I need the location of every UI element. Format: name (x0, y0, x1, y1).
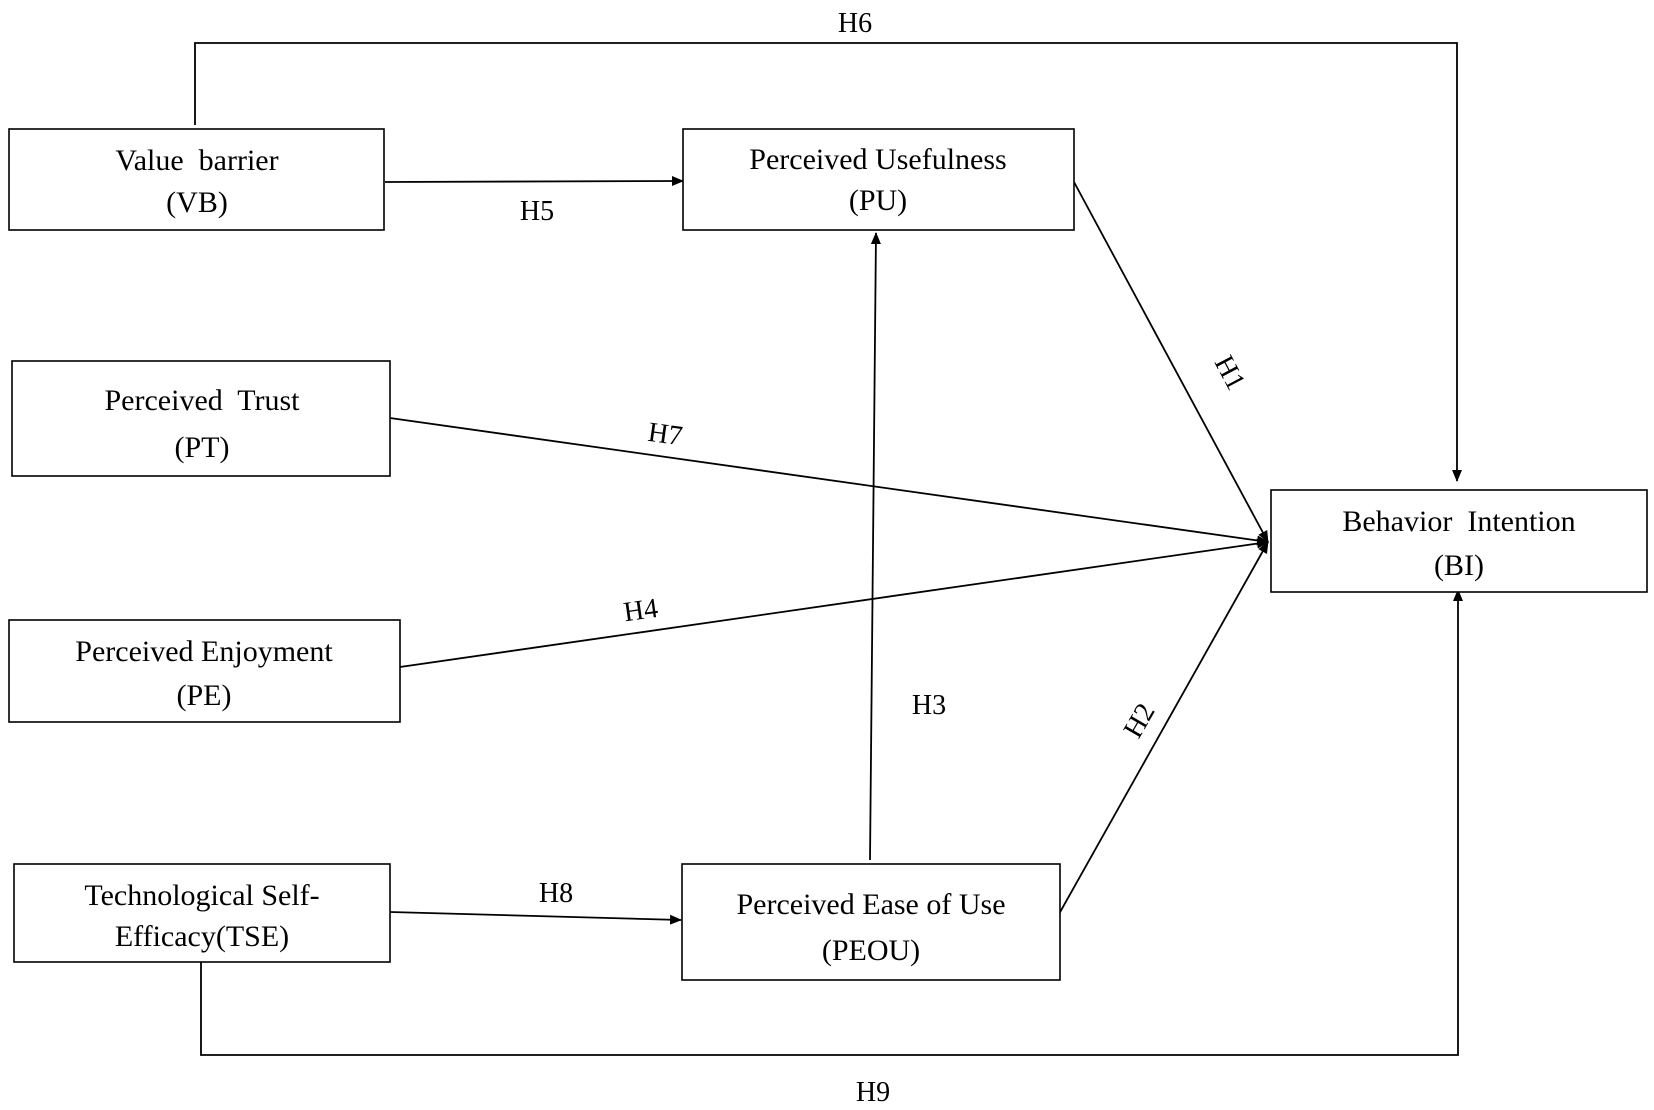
edge-h7-pt-to-bi (389, 417, 1269, 546)
edge-label-h5: H5 (520, 196, 554, 227)
edge-h6-vb-to-bi (194, 42, 1462, 482)
node-perceived-enjoyment-abbrev: (PE) (177, 679, 232, 712)
edge-label-h4: H4 (622, 593, 660, 628)
node-behavior-intention: Behavior Intention (BI) (1270, 489, 1648, 593)
node-behavior-intention-label: Behavior Intention (1342, 505, 1575, 538)
node-perceived-ease-of-use: Perceived Ease of Use (PEOU) (681, 863, 1061, 981)
edge-h3-peou-to-pu (869, 232, 881, 861)
edge-h4-pe-to-bi (399, 538, 1269, 668)
node-perceived-usefulness: Perceived Usefulness (PU) (682, 128, 1075, 231)
node-value-barrier-label: Value barrier (115, 144, 278, 177)
node-perceived-trust-abbrev: (PT) (175, 431, 230, 464)
edge-h5-vb-to-pu (384, 176, 684, 187)
edge-label-h8: H8 (539, 878, 573, 909)
edge-h9-tse-to-bi (200, 589, 1463, 1056)
node-behavior-intention-abbrev: (BI) (1434, 549, 1484, 582)
edge-label-h6: H6 (838, 8, 872, 39)
node-perceived-usefulness-abbrev: (PU) (849, 184, 907, 217)
edge-h1-pu-to-bi (1073, 181, 1269, 543)
node-perceived-trust-label: Perceived Trust (105, 384, 301, 417)
node-value-barrier-abbrev: (VB) (166, 186, 228, 219)
edge-label-h2: H2 (1118, 698, 1162, 743)
node-perceived-ease-of-use-label: Perceived Ease of Use (736, 888, 1005, 921)
edge-label-h7: H7 (646, 417, 684, 452)
node-perceived-usefulness-label: Perceived Usefulness (749, 143, 1006, 176)
node-technological-self-efficacy: Technological Self- Efficacy(TSE) (13, 863, 391, 963)
edge-h2-peou-to-bi (1058, 541, 1269, 915)
edge-label-h1: H1 (1208, 351, 1251, 396)
node-perceived-trust: Perceived Trust (PT) (11, 360, 391, 477)
node-value-barrier: Value barrier (VB) (8, 128, 385, 231)
edge-label-h9: H9 (856, 1077, 890, 1108)
node-technological-self-efficacy-abbrev: Efficacy(TSE) (115, 920, 289, 953)
edge-label-h3: H3 (912, 690, 946, 721)
node-perceived-enjoyment-label: Perceived Enjoyment (75, 635, 333, 668)
node-perceived-enjoyment: Perceived Enjoyment (PE) (8, 619, 401, 723)
node-perceived-ease-of-use-abbrev: (PEOU) (822, 934, 920, 967)
node-technological-self-efficacy-label: Technological Self- (84, 879, 319, 912)
edge-h8-tse-to-peou (389, 911, 682, 925)
